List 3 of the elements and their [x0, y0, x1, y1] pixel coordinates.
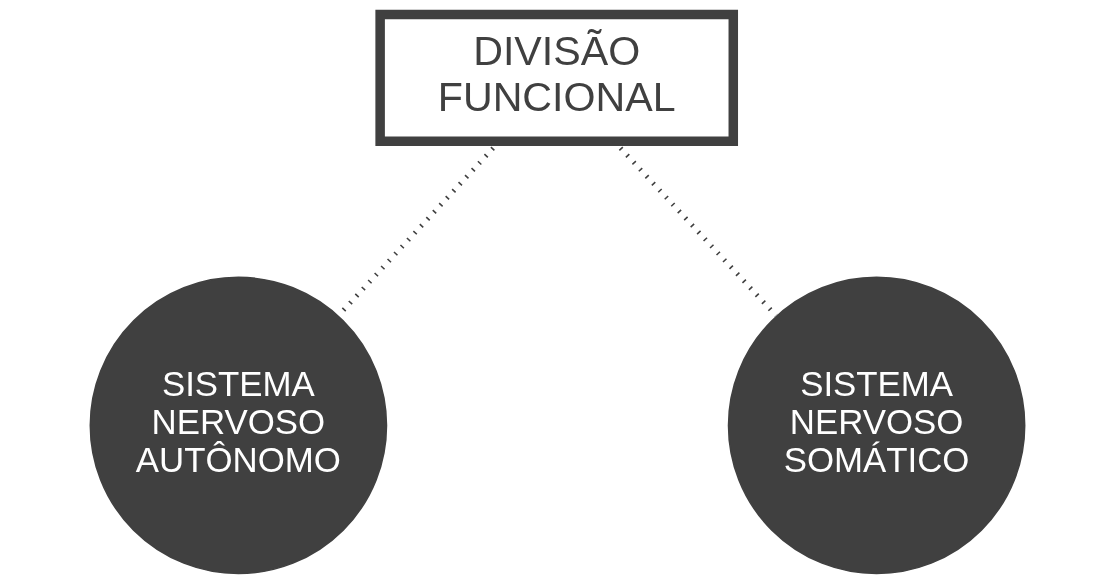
node-box: DIVISÃO FUNCIONAL — [374, 9, 738, 146]
node-circle: SISTEMA NERVOSO SOMÁTICO — [727, 276, 1025, 575]
node-circle: SISTEMA NERVOSO AUTÔNOMO — [89, 276, 387, 575]
